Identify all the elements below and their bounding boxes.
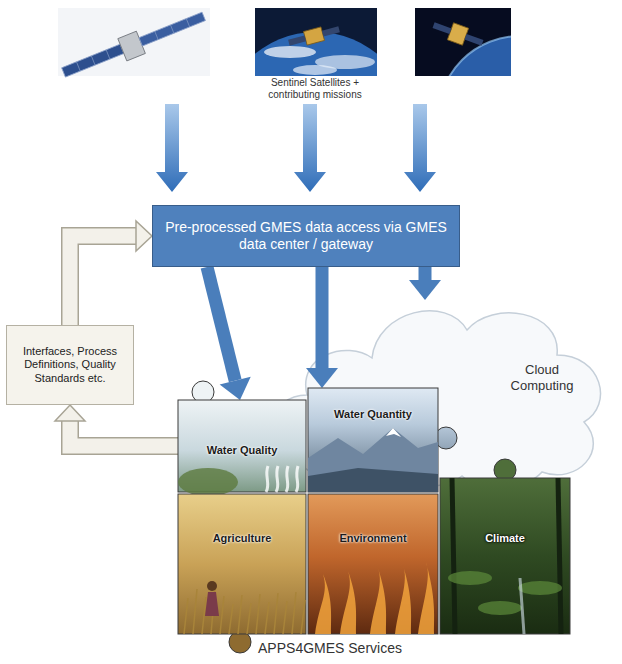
services-caption: APPS4GMES Services	[255, 640, 405, 657]
node-label: Environment	[339, 532, 406, 545]
data-flow-arrow	[409, 267, 441, 300]
puzzle-piece: Water Quality	[178, 400, 306, 492]
puzzle-piece: Environment	[308, 494, 438, 634]
arrow-shaft	[207, 267, 235, 381]
puzzle-piece: Climate	[440, 478, 570, 634]
satellite-caption: Sentinel Satellites + contributing missi…	[225, 77, 405, 101]
arrow-shaft	[70, 421, 178, 446]
arrow-head	[55, 405, 85, 421]
space-satellite-image	[415, 8, 511, 76]
arrow-head	[409, 280, 441, 300]
node-label: Cloud Computing	[498, 362, 586, 393]
node-label: Interfaces, Process Definitions, Quality…	[15, 345, 125, 385]
data-flow-arrow	[306, 267, 338, 388]
earth-satellite-image	[255, 8, 377, 76]
standards-box: Interfaces, Process Definitions, Quality…	[6, 325, 134, 405]
puzzle-outline	[440, 478, 570, 634]
arrow-outline	[70, 236, 136, 325]
data-flow-arrow	[207, 267, 251, 400]
data-flow-arrow	[156, 104, 436, 192]
arrow-shaft	[419, 267, 432, 280]
node-label: Pre-processed GMES data access via GMES …	[165, 219, 447, 253]
arrow-outline	[70, 421, 178, 446]
puzzle-outline	[178, 494, 306, 634]
arrow-shaft	[70, 236, 136, 325]
puzzle-piece: Agriculture	[178, 494, 306, 634]
data-gateway-box: Pre-processed GMES data access via GMES …	[152, 205, 460, 267]
feedback-arrow	[55, 405, 178, 446]
node-label: Agriculture	[213, 532, 272, 545]
feedback-arrow	[70, 221, 152, 325]
puzzle-outline	[308, 388, 438, 492]
puzzle-outline	[308, 494, 438, 634]
puzzle-piece: Water Quantity	[308, 388, 438, 492]
sentinel-satellite-image	[58, 6, 210, 85]
node-label: Climate	[485, 532, 525, 545]
arrow-head	[136, 221, 152, 251]
node-label: Water Quantity	[334, 408, 412, 421]
node-label: Water Quality	[207, 444, 278, 457]
arrow-shaft	[316, 267, 329, 368]
arrow-head	[220, 377, 251, 400]
